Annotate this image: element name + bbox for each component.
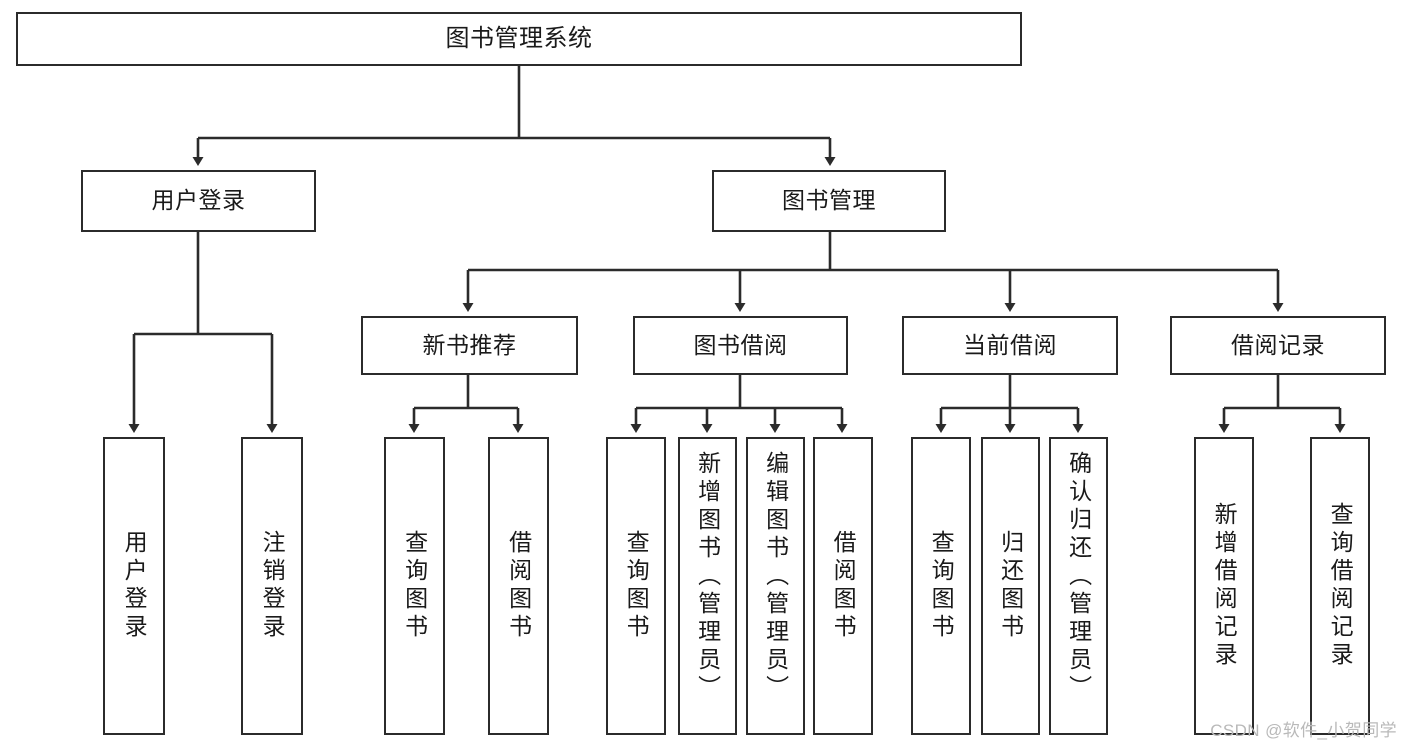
node-label: 注销登录 xyxy=(259,530,286,642)
node-book-management[interactable]: 图书管理 xyxy=(712,170,946,232)
node-leaf-query-book-recommend[interactable]: 查询图书 xyxy=(384,437,445,735)
node-leaf-user-logout[interactable]: 注销登录 xyxy=(241,437,303,735)
node-leaf-query-book-borrow[interactable]: 查询图书 xyxy=(606,437,666,735)
node-label: 编辑图书（管理员） xyxy=(762,451,789,703)
node-leaf-edit-book[interactable]: 编辑图书（管理员） xyxy=(746,437,805,735)
node-label: 用户登录 xyxy=(151,187,246,214)
node-label: 确认归还（管理员） xyxy=(1065,451,1092,703)
node-current-borrow[interactable]: 当前借阅 xyxy=(902,316,1118,375)
node-label: 当前借阅 xyxy=(963,331,1057,358)
node-label: 新增图书（管理员） xyxy=(694,451,721,703)
node-new-book-recommend[interactable]: 新书推荐 xyxy=(361,316,578,375)
node-borrow-record[interactable]: 借阅记录 xyxy=(1170,316,1386,375)
node-label: 借阅图书 xyxy=(830,530,857,642)
node-label: 查询借阅记录 xyxy=(1327,502,1354,670)
node-label: 图书管理系统 xyxy=(445,24,593,52)
node-leaf-add-book[interactable]: 新增图书（管理员） xyxy=(678,437,737,735)
node-label: 归还图书 xyxy=(997,530,1024,642)
node-label: 图书管理 xyxy=(782,187,876,214)
node-leaf-query-borrow-record[interactable]: 查询借阅记录 xyxy=(1310,437,1370,735)
node-book-borrow[interactable]: 图书借阅 xyxy=(633,316,848,375)
node-label: 查询图书 xyxy=(623,530,650,642)
node-label: 用户登录 xyxy=(121,530,148,642)
node-user-login[interactable]: 用户登录 xyxy=(81,170,316,232)
node-label: 新增借阅记录 xyxy=(1211,502,1238,670)
csdn-watermark: CSDN @软件_小贺同学 xyxy=(1210,721,1397,740)
node-leaf-return-book[interactable]: 归还图书 xyxy=(981,437,1040,735)
node-label: 借阅记录 xyxy=(1231,331,1325,358)
node-leaf-user-login[interactable]: 用户登录 xyxy=(103,437,165,735)
node-label: 新书推荐 xyxy=(422,331,517,358)
node-leaf-add-borrow-record[interactable]: 新增借阅记录 xyxy=(1194,437,1254,735)
node-label: 查询图书 xyxy=(401,530,428,642)
node-leaf-confirm-return[interactable]: 确认归还（管理员） xyxy=(1049,437,1108,735)
node-root-book-management-system[interactable]: 图书管理系统 xyxy=(16,12,1022,66)
node-leaf-borrow-book-recommend[interactable]: 借阅图书 xyxy=(488,437,549,735)
node-leaf-borrow-book[interactable]: 借阅图书 xyxy=(813,437,873,735)
node-label: 图书借阅 xyxy=(693,331,788,358)
node-label: 查询图书 xyxy=(928,530,955,642)
node-leaf-query-book-current[interactable]: 查询图书 xyxy=(911,437,971,735)
node-label: 借阅图书 xyxy=(505,530,532,642)
